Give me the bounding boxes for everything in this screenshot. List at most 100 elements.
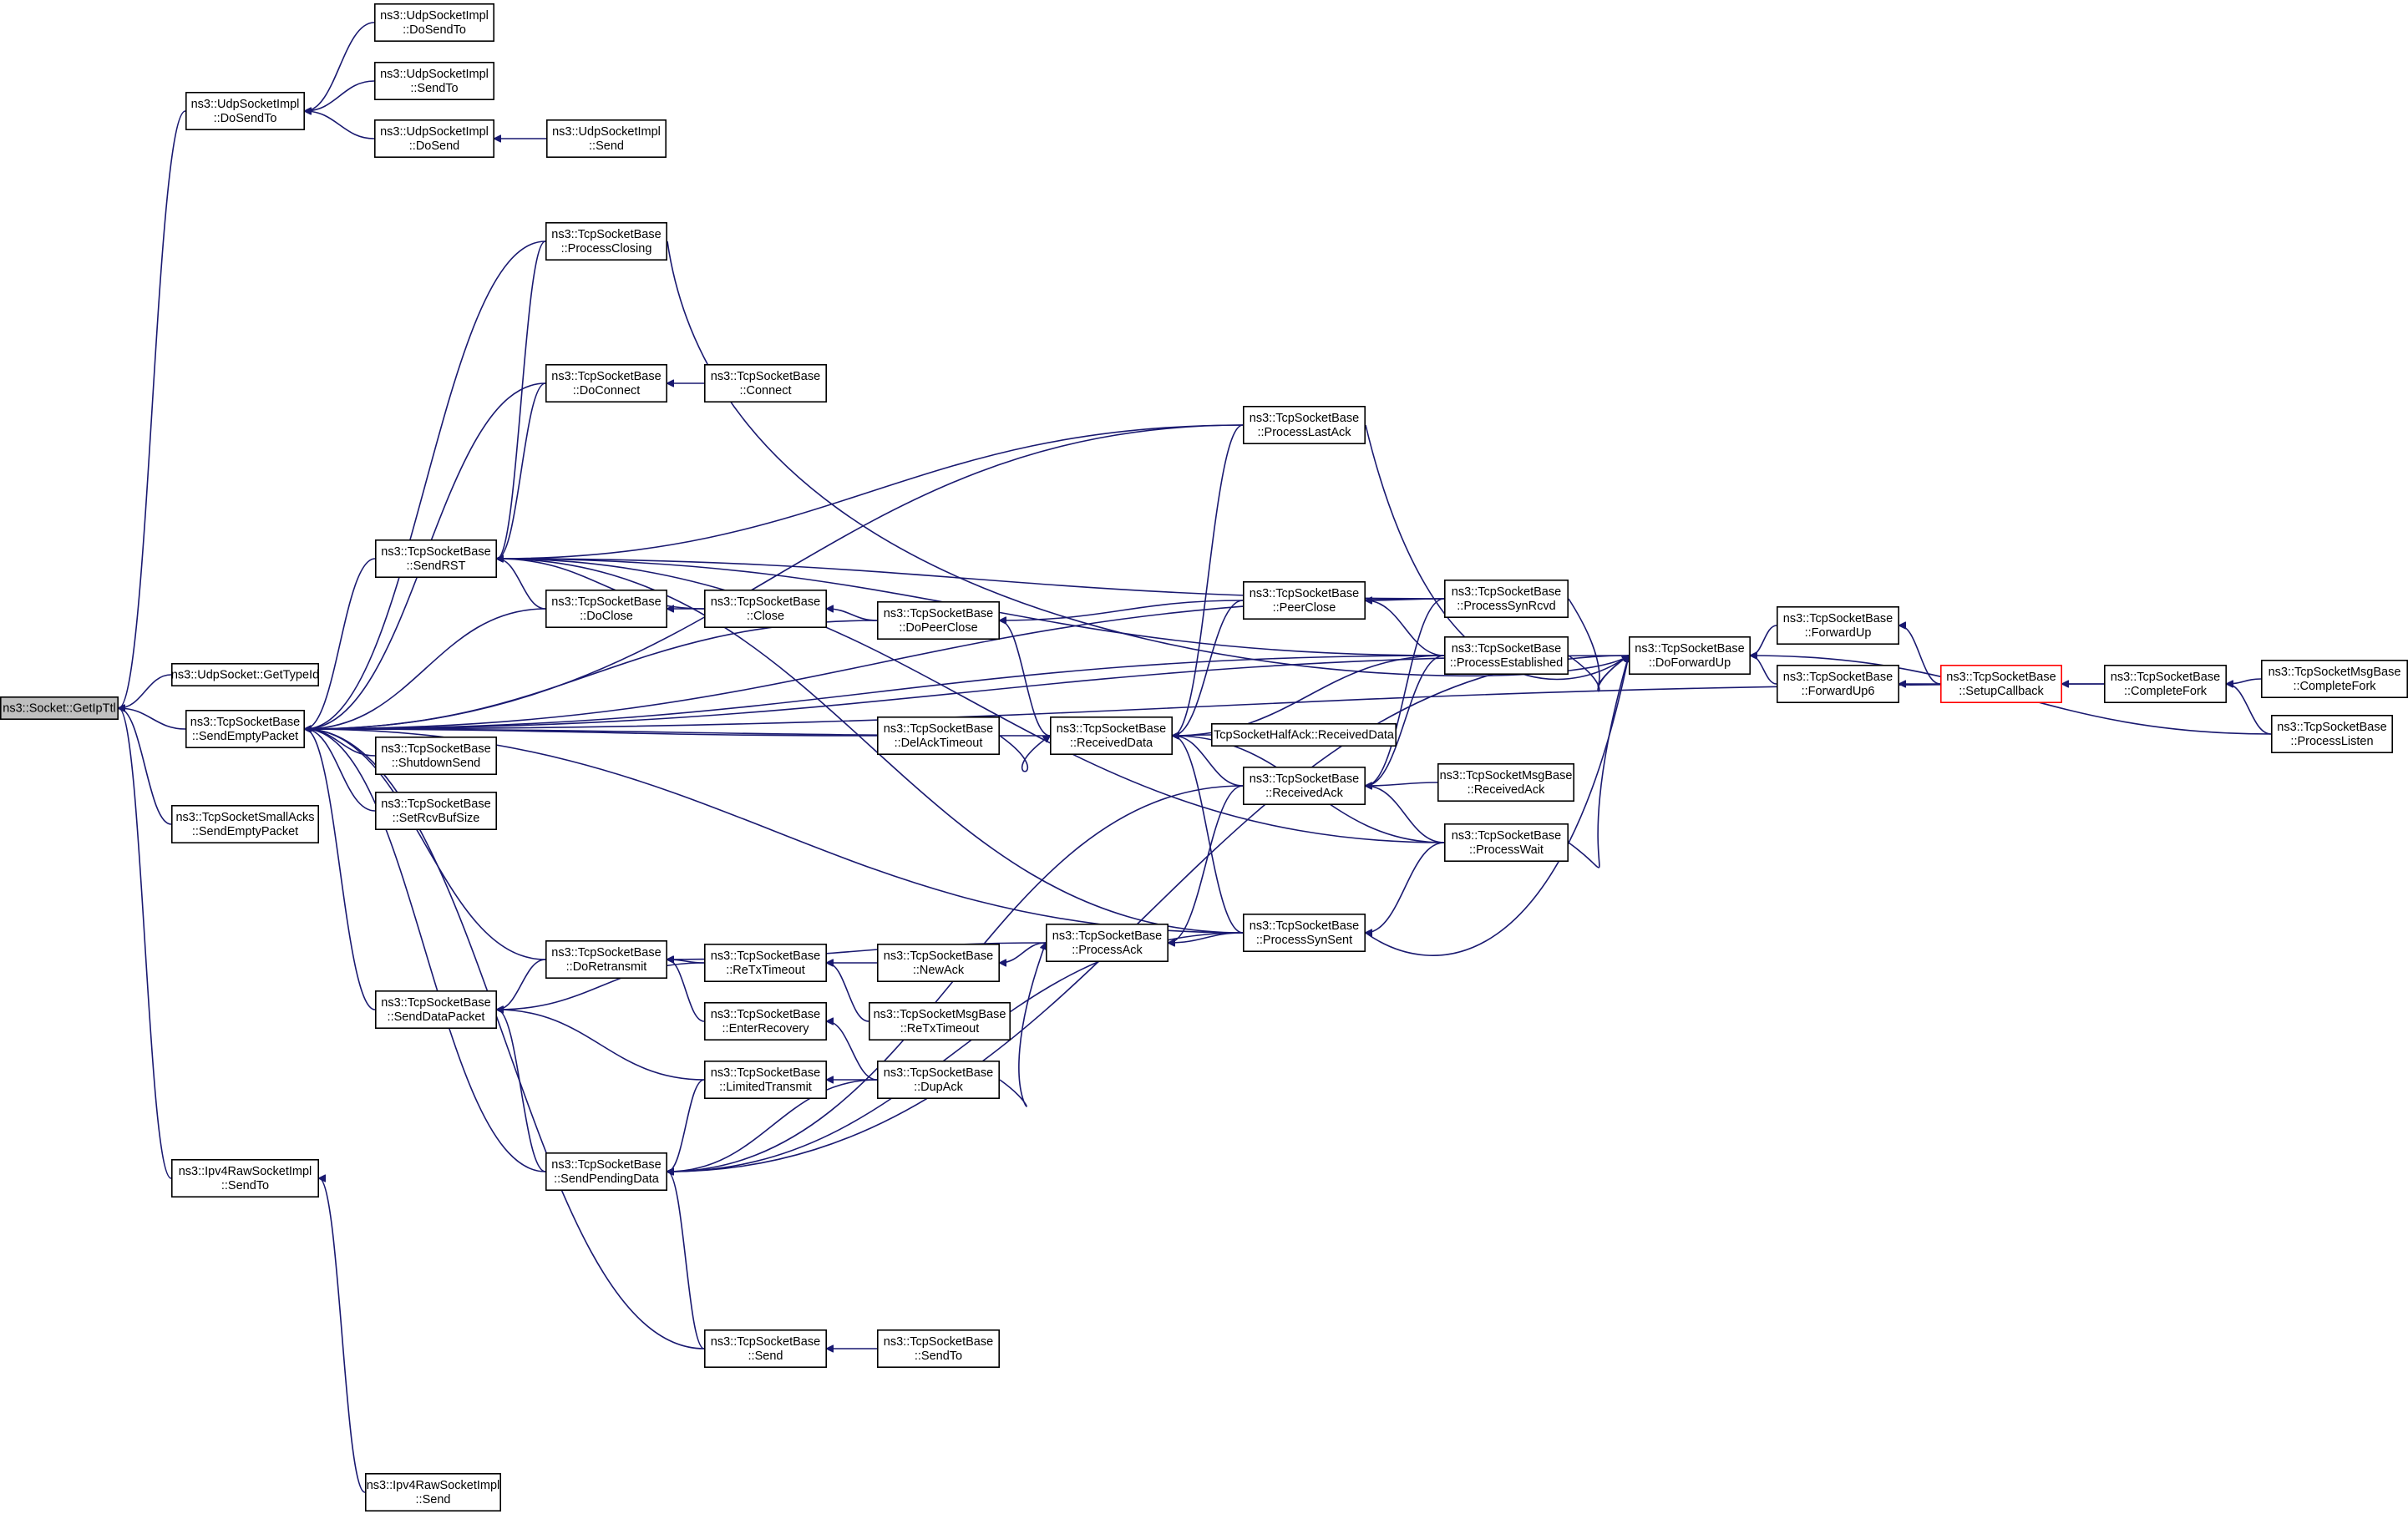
node-label-line: ns3::TcpSocketBase <box>381 996 490 1010</box>
node-label-line: ::DupAck <box>914 1081 964 1094</box>
node-root[interactable]: ns3::Socket::GetIpTtl <box>0 696 119 720</box>
node-label-line: ::SendEmptyPacket <box>192 730 298 743</box>
node-doClose[interactable]: ns3::TcpSocketBase::DoClose <box>545 589 667 628</box>
node-label-line: ns3::TcpSocketBase <box>884 607 993 620</box>
node-processLastAck[interactable]: ns3::TcpSocketBase::ProcessLastAck <box>1243 405 1366 444</box>
node-peerClose[interactable]: ns3::TcpSocketBase::PeerClose <box>1243 580 1366 620</box>
node-delAckTimeout[interactable]: ns3::TcpSocketBase::DelAckTimeout <box>877 716 1001 755</box>
edge-processAck-to-newAck <box>1000 942 1047 963</box>
node-dupAck[interactable]: ns3::TcpSocketBase::DupAck <box>877 1061 1001 1100</box>
node-forwardUp6[interactable]: ns3::TcpSocketBase::ForwardUp6 <box>1777 664 1900 703</box>
node-connect[interactable]: ns3::TcpSocketBase::Connect <box>703 363 827 403</box>
node-halfAck[interactable]: TcpSocketHalfAck::ReceivedData <box>1211 722 1397 747</box>
node-udpGetTypeId[interactable]: ns3::UdpSocket::GetTypeId <box>171 662 319 686</box>
node-setupCallback[interactable]: ns3::TcpSocketBase::SetupCallback <box>1940 664 2063 703</box>
node-label-line: ::ShutdownSend <box>392 757 480 770</box>
node-shutdownSend[interactable]: ns3::TcpSocketBase::ShutdownSend <box>374 736 497 775</box>
node-box <box>545 221 667 261</box>
node-receivedData[interactable]: ns3::TcpSocketBase::ReceivedData <box>1050 716 1174 755</box>
node-processClosing[interactable]: ns3::TcpSocketBase::ProcessClosing <box>545 221 667 261</box>
node-processSynRcvd[interactable]: ns3::TcpSocketBase::ProcessSynRcvd <box>1444 579 1569 618</box>
edge-setRcvBufSize-to-sendEmptyPacket <box>305 729 376 812</box>
node-label-line: ns3::TcpSocketBase <box>1250 587 1359 600</box>
node-msgReceivedAck[interactable]: ns3::TcpSocketMsgBase::ReceivedAck <box>1437 762 1575 802</box>
node-box <box>877 1061 1001 1100</box>
node-msgCompleteFork[interactable]: ns3::TcpSocketMsgBase::CompleteFork <box>2261 659 2408 698</box>
node-label-line: ns3::TcpSocketBase <box>190 716 300 729</box>
node-sendEmptyPacket[interactable]: ns3::TcpSocketBase::SendEmptyPacket <box>185 709 305 748</box>
node-box <box>374 791 497 830</box>
node-processWait[interactable]: ns3::TcpSocketBase::ProcessWait <box>1444 823 1569 862</box>
node-label-line: ns3::TcpSocketBase <box>381 742 490 756</box>
node-doConnect[interactable]: ns3::TcpSocketBase::DoConnect <box>545 363 667 403</box>
node-completeFork[interactable]: ns3::TcpSocketBase::CompleteFork <box>2104 664 2228 703</box>
edge-receivedData-to-doPeerClose <box>1000 620 1051 737</box>
node-processListen[interactable]: ns3::TcpSocketBase::ProcessListen <box>2271 714 2394 753</box>
node-udpImplSendTo[interactable]: ns3::UdpSocketImpl::SendTo <box>373 62 494 101</box>
node-label-line: ns3::TcpSocketMsgBase <box>1440 769 1573 782</box>
edge-udpImplDoSendTo2-to-udpImplDoSendTo <box>305 22 375 111</box>
node-label-line: ns3::TcpSocketBase <box>711 1335 820 1349</box>
node-box <box>869 1002 1011 1041</box>
node-ipv4SendTo[interactable]: ns3::Ipv4RawSocketImpl::SendTo <box>171 1159 319 1198</box>
edge-processSynRcvd-to-doForwardUp <box>1568 598 1629 687</box>
node-tcpSend[interactable]: ns3::TcpSocketBase::Send <box>703 1329 827 1369</box>
node-newAck[interactable]: ns3::TcpSocketBase::NewAck <box>877 944 1001 983</box>
node-doRetransmit[interactable]: ns3::TcpSocketBase::DoRetransmit <box>545 940 667 980</box>
node-label-line: ns3::TcpSocketBase <box>381 545 490 559</box>
node-label-line: ns3::TcpSocketBase <box>1052 929 1162 943</box>
node-label-line: ns3::TcpSocketBase <box>1783 612 1893 625</box>
node-udpImplDoSendTo2[interactable]: ns3::UdpSocketImpl::DoSendTo <box>373 3 494 43</box>
edges-layer <box>119 22 2272 1493</box>
edge-processSynSent-to-doForwardUp <box>1365 656 1629 956</box>
node-processSynSent[interactable]: ns3::TcpSocketBase::ProcessSynSent <box>1243 914 1366 953</box>
node-doForwardUp[interactable]: ns3::TcpSocketBase::DoForwardUp <box>1629 635 1752 675</box>
node-forwardUp[interactable]: ns3::TcpSocketBase::ForwardUp <box>1777 605 1900 645</box>
edge-delAckTimeout-to-receivedData <box>999 736 1050 772</box>
edge-doRetransmit-to-sendDataPacket <box>497 959 546 1010</box>
node-receivedAck[interactable]: ns3::TcpSocketBase::ReceivedAck <box>1243 766 1366 805</box>
node-label-line: ns3::UdpSocketImpl <box>380 125 489 139</box>
node-smallAcks[interactable]: ns3::TcpSocketSmallAcks::SendEmptyPacket <box>171 804 319 843</box>
node-ipv4Send[interactable]: ns3::Ipv4RawSocketImpl::Send <box>364 1473 501 1512</box>
node-processAck[interactable]: ns3::TcpSocketBase::ProcessAck <box>1046 924 1169 963</box>
node-sendDataPacket[interactable]: ns3::TcpSocketBase::SendDataPacket <box>374 990 497 1030</box>
node-enterRecovery[interactable]: ns3::TcpSocketBase::EnterRecovery <box>703 1002 827 1041</box>
node-close[interactable]: ns3::TcpSocketBase::Close <box>703 589 827 628</box>
node-label-line: ns3::TcpSocketMsgBase <box>874 1008 1006 1021</box>
edge-completeFork-to-sendEmptyPacket <box>305 683 2105 729</box>
node-tcpSendTo[interactable]: ns3::TcpSocketBase::SendTo <box>877 1329 1001 1369</box>
node-box <box>373 119 494 159</box>
node-box <box>877 716 1001 755</box>
node-box <box>545 1152 667 1192</box>
node-setRcvBufSize[interactable]: ns3::TcpSocketBase::SetRcvBufSize <box>374 791 497 830</box>
node-processEstablished[interactable]: ns3::TcpSocketBase::ProcessEstablished <box>1444 635 1569 675</box>
node-label-line: ns3::TcpSocketBase <box>1783 671 1893 684</box>
edge-dupAck-to-enterRecovery <box>827 1021 878 1081</box>
edge-tcpSend-to-sendPendingData <box>667 1172 705 1349</box>
edge-processSynSent-to-receivedData <box>1173 736 1244 934</box>
node-udpImplSend[interactable]: ns3::UdpSocketImpl::Send <box>545 119 667 159</box>
node-label-line: ::ReTxTimeout <box>900 1022 980 1035</box>
node-label-line: ns3::TcpSocketBase <box>1452 829 1561 843</box>
edge-processListen-to-completeFork <box>2227 684 2272 735</box>
node-label-line: ::Close <box>747 610 784 623</box>
node-udpImplDoSendTo[interactable]: ns3::UdpSocketImpl::DoSendTo <box>185 92 305 131</box>
node-msgReTxTimeout[interactable]: ns3::TcpSocketMsgBase::ReTxTimeout <box>869 1002 1011 1041</box>
edge-doConnect-to-sendRST <box>497 382 546 559</box>
node-label-line: ::DoSendTo <box>214 112 277 125</box>
node-label-line: ns3::TcpSocketBase <box>381 798 490 811</box>
node-doPeerClose[interactable]: ns3::TcpSocketBase::DoPeerClose <box>877 600 1001 640</box>
node-box <box>1211 722 1397 747</box>
node-udpImplDoSend[interactable]: ns3::UdpSocketImpl::DoSend <box>373 119 494 159</box>
node-box <box>171 1159 319 1198</box>
node-box <box>2261 659 2408 698</box>
node-sendRST[interactable]: ns3::TcpSocketBase::SendRST <box>374 539 497 578</box>
edge-peerClose-to-receivedData <box>1173 600 1244 736</box>
node-label-line: ns3::TcpSocketBase <box>1250 919 1359 933</box>
node-box <box>1243 766 1366 805</box>
node-limitedTransmit[interactable]: ns3::TcpSocketBase::LimitedTransmit <box>703 1061 827 1100</box>
node-sendPendingData[interactable]: ns3::TcpSocketBase::SendPendingData <box>545 1152 667 1192</box>
node-reTxTimeout[interactable]: ns3::TcpSocketBase::ReTxTimeout <box>703 944 827 983</box>
node-label-line: ::ProcessClosing <box>561 242 652 256</box>
